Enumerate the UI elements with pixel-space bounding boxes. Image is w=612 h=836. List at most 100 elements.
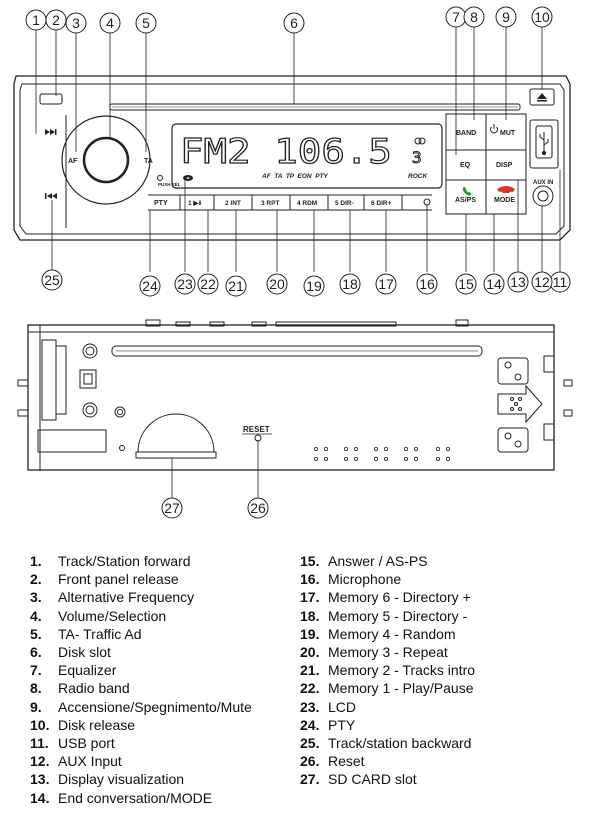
- legend-item: 24.PTY: [300, 716, 475, 734]
- power-icon: [490, 124, 498, 134]
- legend-number: 10.: [30, 716, 50, 733]
- mode-button[interactable]: [485, 179, 527, 215]
- preset-5-label[interactable]: 5 DIR-: [335, 200, 354, 207]
- callout-number: 22: [200, 276, 216, 292]
- callout-4: 4: [99, 12, 121, 34]
- af-label[interactable]: AF: [68, 158, 78, 165]
- legend-item: 12.AUX Input: [30, 752, 252, 770]
- phone-hangup-icon: [497, 186, 515, 193]
- legend-number: 11.: [30, 735, 49, 752]
- legend-number: 17.: [300, 589, 320, 606]
- ta-label[interactable]: TA: [144, 158, 153, 165]
- callout-number: 8: [470, 9, 478, 25]
- legend-item: 23.LCD: [300, 698, 475, 716]
- callout-5: 5: [135, 12, 157, 34]
- legend-label: Display visualization: [58, 771, 185, 788]
- callout-7: 7: [445, 6, 467, 28]
- asps-label: AS/PS: [455, 197, 476, 204]
- legend-label: Alternative Frequency: [58, 589, 195, 606]
- reset-button[interactable]: [254, 434, 262, 442]
- callout-number: 18: [342, 276, 358, 292]
- callout-number: 13: [510, 274, 526, 290]
- legend-item: 25.Track/station backward: [300, 734, 475, 752]
- legend-number: 3.: [30, 589, 42, 606]
- preset-3-label[interactable]: 3 RPT: [261, 200, 279, 207]
- callout-number: 4: [106, 15, 114, 31]
- callout-number: 6: [290, 15, 298, 31]
- lcd-genre: ROCK: [408, 173, 428, 180]
- callout-number: 15: [458, 276, 474, 292]
- preset-6-label[interactable]: 6 DIR+: [371, 200, 392, 207]
- legend-label: Memory 1 - Play/Pause: [328, 680, 474, 697]
- callout-17: 17: [375, 273, 397, 295]
- legend-number: 18.: [300, 607, 320, 624]
- usb-port[interactable]: [529, 119, 559, 169]
- stereo-icon: [414, 137, 426, 145]
- pty-label[interactable]: PTY: [154, 200, 168, 207]
- callout-14: 14: [483, 273, 505, 295]
- callout-1: 1: [25, 9, 47, 31]
- legend-label: Memory 4 - Random: [328, 625, 456, 642]
- callout-number: 1: [32, 12, 40, 28]
- legend-number: 2.: [30, 571, 42, 588]
- reset-label: RESET: [243, 425, 270, 434]
- legend-label: SD CARD slot: [328, 771, 417, 788]
- callout-12: 12: [531, 271, 553, 293]
- mut-label: MUT: [500, 130, 516, 137]
- legend-label: Volume/Selection: [58, 607, 167, 624]
- legend-item: 17.Memory 6 - Directory +: [300, 588, 475, 606]
- legend-label: TA- Traffic Ad: [58, 625, 142, 642]
- legend-item: 4.Volume/Selection: [30, 607, 252, 625]
- legend-number: 21.: [300, 662, 320, 679]
- legend-number: 24.: [300, 716, 320, 733]
- legend-label: End conversation/MODE: [58, 789, 213, 806]
- legend-label: Answer / AS-PS: [328, 553, 428, 569]
- callout-number: 12: [534, 274, 550, 290]
- callout-13: 13: [507, 271, 529, 293]
- preset-4-label[interactable]: 4 RDM: [297, 200, 317, 207]
- legend-item: 13.Display visualization: [30, 770, 252, 788]
- legend-item: 6.Disk slot: [30, 643, 252, 661]
- preset-1-label[interactable]: 1 ▶ǁ: [188, 200, 202, 207]
- callout-number: 21: [228, 278, 244, 294]
- legend-label: Microphone: [328, 571, 402, 588]
- callout-9: 9: [495, 6, 517, 28]
- callout-27: 27: [161, 497, 183, 519]
- legend-number: 15.: [300, 553, 320, 569]
- volume-knob[interactable]: [82, 136, 130, 184]
- callout-number: 19: [306, 278, 322, 294]
- callout-number: 27: [164, 500, 180, 516]
- legend-item: 15. Answer / AS-PS: [300, 552, 475, 570]
- callout-number: 25: [44, 272, 60, 288]
- legend-number: 5.: [30, 625, 42, 642]
- push-sel-label: PUSH SEL: [158, 182, 181, 187]
- panel-release-button[interactable]: [39, 93, 63, 105]
- legend-label: Memory 3 - Repeat: [328, 644, 448, 661]
- legend-label: Front panel release: [58, 571, 179, 588]
- legend-number: 9.: [30, 698, 42, 715]
- phone-answer-icon: [462, 187, 472, 196]
- callout-6: 6: [283, 12, 305, 34]
- sd-card-slot[interactable]: [137, 413, 215, 453]
- skip-forward-icon[interactable]: [45, 129, 57, 135]
- preset-2-label[interactable]: 2 INT: [225, 200, 241, 207]
- cd-icon: [183, 175, 193, 181]
- aux-input[interactable]: [532, 185, 554, 207]
- aux-in-label: AUX IN: [533, 180, 553, 186]
- callout-18: 18: [339, 273, 361, 295]
- callout-21: 21: [225, 275, 247, 297]
- legend-number: 8.: [30, 680, 42, 697]
- legend-label: Disk slot: [58, 644, 111, 661]
- callout-10: 10: [531, 6, 553, 28]
- legend-item: 11.USB port: [30, 734, 252, 752]
- callout-number: 7: [452, 9, 460, 25]
- legend-label: AUX Input: [58, 753, 122, 770]
- callout-number: 20: [269, 276, 285, 292]
- callout-number: 10: [534, 9, 550, 25]
- callout-19: 19: [303, 275, 325, 297]
- skip-back-icon[interactable]: [45, 193, 57, 199]
- legend-label: Radio band: [58, 680, 130, 697]
- microphone: [423, 198, 431, 206]
- callout-24: 24: [139, 275, 161, 297]
